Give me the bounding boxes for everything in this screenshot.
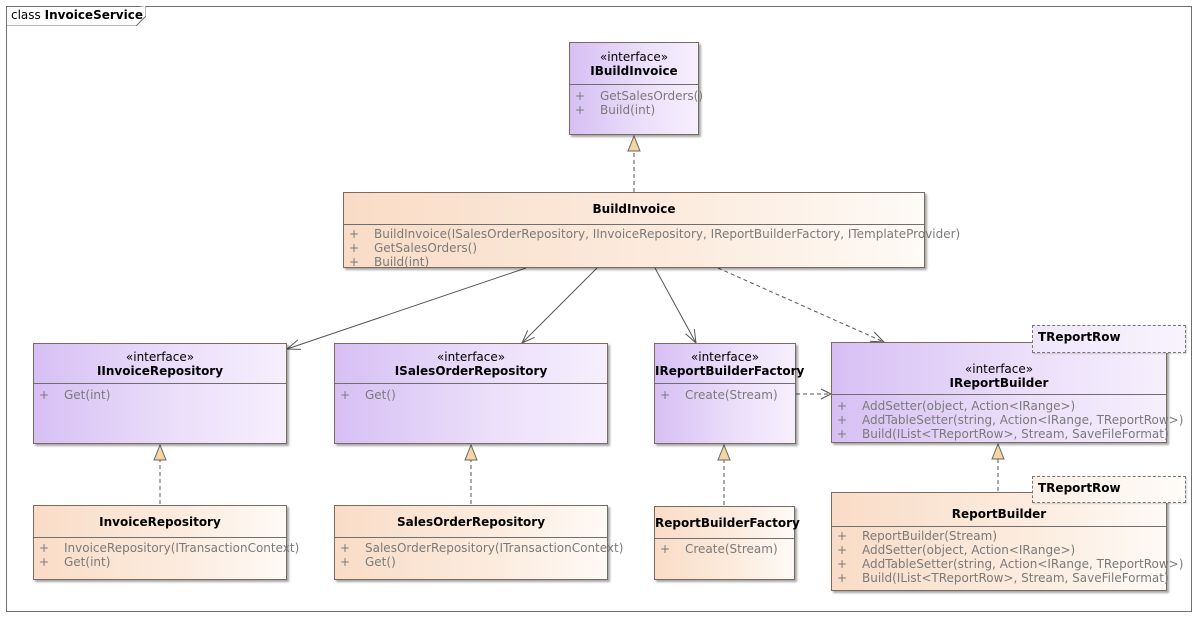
association-buildinvoice-isalesorderrepository xyxy=(521,267,598,344)
class-header: «interface» IInvoiceRepository xyxy=(34,344,286,384)
association-buildinvoice-iinvoicerepository xyxy=(285,267,527,350)
operations-compartment: +AddSetter(object, Action<IRange>) +AddT… xyxy=(832,395,1184,441)
operation: +Get(int) xyxy=(39,555,111,569)
class-salesorderrepository[interactable]: SalesOrderRepository +SalesOrderReposito… xyxy=(334,505,624,580)
operation: +Build(IList<TReportRow>, Stream, SaveFi… xyxy=(837,427,1169,441)
class-header: «interface» IReportBuilder xyxy=(832,343,1166,395)
operations-compartment: +Create(Stream) xyxy=(655,384,795,402)
stereotype-label: «interface» xyxy=(964,361,1034,376)
operations-compartment: +Create(Stream) xyxy=(655,539,794,556)
template-parameter: TReportRow xyxy=(1032,325,1186,353)
operations-compartment: +Get(int) xyxy=(34,384,286,402)
realization-salesorderrepository-isalesorderrepository xyxy=(464,443,478,504)
dependency-buildinvoice-ireportbuilder xyxy=(717,267,886,343)
operation: +AddTableSetter(string, Action<IRange, T… xyxy=(837,557,1184,571)
class-iinvoicerepository[interactable]: «interface» IInvoiceRepository +Get(int) xyxy=(33,343,287,444)
operation: +SalesOrderRepository(ITransactionContex… xyxy=(340,541,624,555)
class-ireportbuilder[interactable]: «interface» IReportBuilder +AddSetter(ob… xyxy=(831,342,1184,443)
operations-compartment: +GetSalesOrders() +Build(int) xyxy=(570,85,704,117)
class-header: InvoiceRepository xyxy=(34,506,286,538)
association-buildinvoice-ireportbuilderfactory xyxy=(654,267,697,345)
class-header: «interface» IReportBuilderFactory xyxy=(655,344,805,384)
frame-keyword: class xyxy=(11,8,41,22)
operations-compartment: +Get() xyxy=(335,384,607,402)
operation: +AddSetter(object, Action<IRange>) xyxy=(837,543,1076,557)
class-name: InvoiceRepository xyxy=(99,514,221,529)
operation: +BuildInvoice(ISalesOrderRepository, IIn… xyxy=(349,227,961,241)
class-isalesorderrepository[interactable]: «interface» ISalesOrderRepository +Get() xyxy=(334,343,608,444)
class-header: ReportBuilder xyxy=(832,493,1166,527)
class-header: ReportBuilderFactory xyxy=(655,507,800,539)
realization-reportbuilder-ireportbuilder xyxy=(991,442,1005,491)
stereotype-label: «interface» xyxy=(690,349,760,364)
class-reportbuilderfactory[interactable]: ReportBuilderFactory +Create(Stream) xyxy=(654,506,800,580)
class-buildinvoice[interactable]: BuildInvoice +BuildInvoice(ISalesOrderRe… xyxy=(343,192,961,269)
operation: +Get(int) xyxy=(39,388,111,402)
realization-reportbuilderfactory-ireportbuilderfactory xyxy=(717,443,731,505)
operation: +Build(IList<TReportRow>, Stream, SaveFi… xyxy=(837,571,1169,585)
template-parameter: TReportRow xyxy=(1032,476,1186,503)
class-header: BuildInvoice xyxy=(344,193,924,225)
class-name: ISalesOrderRepository xyxy=(394,363,548,378)
operation: +Create(Stream) xyxy=(660,388,778,402)
class-name: ReportBuilderFactory xyxy=(655,515,800,530)
operation: +AddSetter(object, Action<IRange>) xyxy=(837,399,1076,413)
class-name: IReportBuilder xyxy=(949,375,1049,390)
dependency-ireportbuilderfactory-ireportbuilder xyxy=(796,388,833,400)
operation: +ReportBuilder(Stream) xyxy=(837,529,997,543)
class-header: SalesOrderRepository xyxy=(335,506,607,538)
class-name: IInvoiceRepository xyxy=(96,363,224,378)
class-ireportbuilderfactory[interactable]: «interface» IReportBuilderFactory +Creat… xyxy=(654,343,805,444)
operation: +AddTableSetter(string, Action<IRange, T… xyxy=(837,413,1184,427)
class-name: ReportBuilder xyxy=(951,506,1047,521)
class-reportbuilder[interactable]: ReportBuilder +ReportBuilder(Stream) +Ad… xyxy=(831,492,1184,591)
class-ibuildinvoice[interactable]: «interface» IBuildInvoice +GetSalesOrder… xyxy=(569,42,704,135)
operation: +GetSalesOrders() xyxy=(575,89,704,103)
operation: +InvoiceRepository(ITransactionContext) xyxy=(39,541,300,555)
operations-compartment: +SalesOrderRepository(ITransactionContex… xyxy=(335,538,624,569)
realization-invoicerepository-iinvoicerepository xyxy=(153,443,167,504)
operation: +Create(Stream) xyxy=(660,542,778,556)
frame-name: InvoiceService xyxy=(44,8,143,22)
stereotype-label: «interface» xyxy=(599,49,669,64)
realization-buildinvoice-ibuildinvoice xyxy=(627,134,641,192)
operation: +Get() xyxy=(340,388,396,402)
operations-compartment: +InvoiceRepository(ITransactionContext) … xyxy=(34,538,300,569)
operations-compartment: +BuildInvoice(ISalesOrderRepository, IIn… xyxy=(344,225,961,269)
stereotype-label: «interface» xyxy=(125,349,195,364)
operation: +Build(int) xyxy=(575,103,656,117)
operation: +GetSalesOrders() xyxy=(349,241,478,255)
class-name: IReportBuilderFactory xyxy=(655,363,805,378)
class-invoicerepository[interactable]: InvoiceRepository +InvoiceRepository(ITr… xyxy=(33,505,300,580)
class-header: «interface» ISalesOrderRepository xyxy=(335,344,607,384)
class-name: BuildInvoice xyxy=(592,201,676,216)
frame-title: class InvoiceService xyxy=(11,8,143,22)
diagram-frame xyxy=(6,6,1192,612)
stereotype-label: «interface» xyxy=(436,349,506,364)
operations-compartment: +ReportBuilder(Stream) +AddSetter(object… xyxy=(832,527,1184,585)
operation: +Get() xyxy=(340,555,396,569)
class-name: IBuildInvoice xyxy=(590,63,678,78)
frame-name-tab xyxy=(6,6,146,26)
class-name: SalesOrderRepository xyxy=(396,514,546,529)
operation: +Build(int) xyxy=(349,255,430,269)
class-header: «interface» IBuildInvoice xyxy=(570,43,698,85)
